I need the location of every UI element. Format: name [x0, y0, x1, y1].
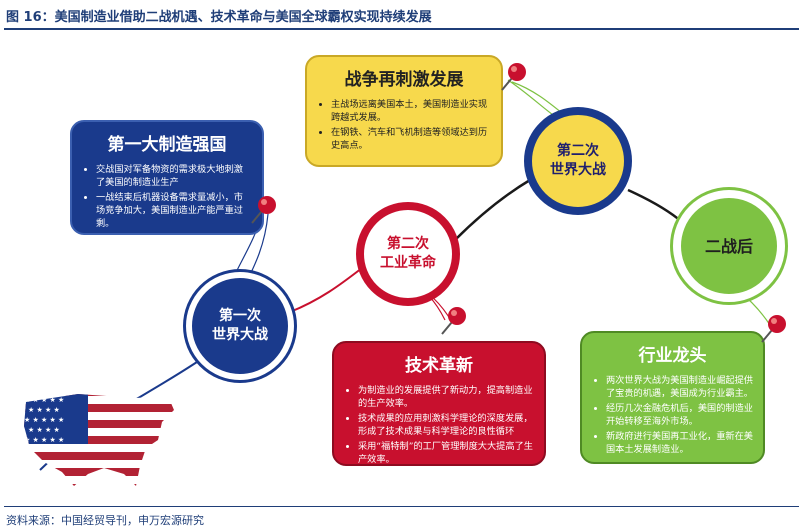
card-title: 战争再刺激发展: [344, 70, 464, 90]
pushpin-icon: [251, 196, 276, 224]
svg-text:★ ★ ★ ★ ★: ★ ★ ★ ★ ★: [24, 396, 64, 404]
footer-rule: [4, 506, 799, 507]
bullet-list: 两次世界大战为美国制造业崛起提供了宝贵的机遇，美国成为行业霸主。 经历几次金融危…: [592, 374, 753, 456]
pushpin-icon: [501, 63, 526, 91]
bullet-list: 为制造业的发展提供了新动力，提高制造业的生产效率。 技术成果的应用刺激科学理论的…: [344, 384, 534, 466]
source-note: 资料来源：中国经贸导刊，申万宏源研究: [6, 514, 204, 527]
svg-text:★ ★ ★ ★: ★ ★ ★ ★: [28, 406, 60, 414]
node-postwar: 二战后: [673, 190, 785, 302]
usa-flag-map-icon: ★ ★ ★ ★ ★ ★ ★ ★ ★ ★ ★ ★ ★ ★ ★ ★ ★ ★ ★ ★ …: [24, 394, 174, 486]
figure-title: 图 16：美国制造业借助二战机遇、技术革命与美国全球霸权实现持续发展: [6, 10, 432, 25]
svg-text:★ ★ ★ ★: ★ ★ ★ ★: [28, 426, 60, 434]
card-industry-leader: 行业龙头 两次世界大战为美国制造业崛起提供了宝贵的机遇，美国成为行业霸主。 经历…: [580, 331, 765, 464]
card-title: 行业龙头: [638, 346, 707, 366]
bullet-item: 主战场远离美国本土，美国制造业实现跨越式发展。: [331, 98, 491, 124]
header-rule: [4, 28, 799, 30]
bullet-item: 在钢铁、汽车和飞机制造等领域达到历史高点。: [331, 126, 491, 152]
bullet-item: 一战结束后机器设备需求量减小，市场竞争加大，美国制造业产能严重过剩。: [96, 191, 252, 230]
node-second-industrial-revolution: 第二次 工业革命: [356, 202, 460, 306]
bullet-item: 为制造业的发展提供了新动力，提高制造业的生产效率。: [358, 384, 534, 410]
node-label: 第二次 世界大战: [550, 143, 606, 178]
card-title: 第一大制造强国: [107, 135, 227, 155]
bullet-item: 经历几次金融危机后，美国的制造业开始转移至海外市场。: [606, 402, 753, 428]
pushpin-icon: [441, 307, 466, 335]
bullet-item: 技术成果的应用刺激科学理论的深度发展，形成了技术成果与科学理论的良性循环: [358, 412, 534, 438]
node-ww1: 第一次 世界大战: [186, 272, 294, 380]
bullet-item: 两次世界大战为美国制造业崛起提供了宝贵的机遇，美国成为行业霸主。: [606, 374, 753, 400]
node-label: 第二次 工业革命: [380, 236, 436, 271]
bullet-list: 交战国对军备物资的需求极大地刺激了美国的制造业生产 一战结束后机器设备需求量减小…: [82, 163, 252, 230]
card-title: 技术革新: [405, 356, 473, 376]
bullet-item: 采用“福特制”的工厂管理制度大大提高了生产效率。: [358, 440, 534, 466]
svg-text:★ ★ ★ ★ ★: ★ ★ ★ ★ ★: [24, 436, 64, 444]
node-ww2: 第二次 世界大战: [524, 107, 632, 215]
card-tech-innovation: 技术革新 为制造业的发展提供了新动力，提高制造业的生产效率。 技术成果的应用刺激…: [332, 341, 546, 466]
node-label: 第一次 世界大战: [212, 308, 268, 343]
node-label: 二战后: [704, 236, 753, 256]
bullet-item: 新政府进行美国再工业化，重新在美国本土发展制造业。: [606, 430, 753, 456]
bullet-item: 交战国对军备物资的需求极大地刺激了美国的制造业生产: [96, 163, 252, 189]
pushpin-icon: [761, 315, 786, 343]
svg-text:★ ★ ★ ★ ★: ★ ★ ★ ★ ★: [24, 416, 64, 424]
card-war-stimulates-again: 战争再刺激发展 主战场远离美国本土，美国制造业实现跨越式发展。 在钢铁、汽车和飞…: [305, 55, 503, 167]
bullet-list: 主战场远离美国本土，美国制造业实现跨越式发展。 在钢铁、汽车和飞机制造等领域达到…: [317, 98, 491, 152]
card-first-manufacturing-power: 第一大制造强国 交战国对军备物资的需求极大地刺激了美国的制造业生产 一战结束后机…: [70, 120, 264, 235]
